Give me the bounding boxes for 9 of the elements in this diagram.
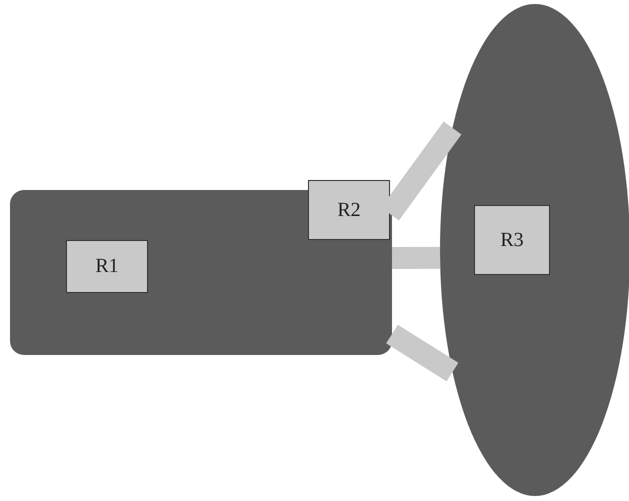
region-label: R2 bbox=[337, 198, 361, 222]
region-label: R1 bbox=[95, 255, 119, 278]
connector-band bbox=[392, 246, 440, 269]
label-box bbox=[474, 205, 550, 275]
region-label: R3 bbox=[500, 228, 524, 252]
label-box bbox=[66, 240, 148, 293]
region-box bbox=[10, 190, 392, 355]
connector-band bbox=[386, 324, 458, 382]
label-box bbox=[308, 180, 390, 240]
